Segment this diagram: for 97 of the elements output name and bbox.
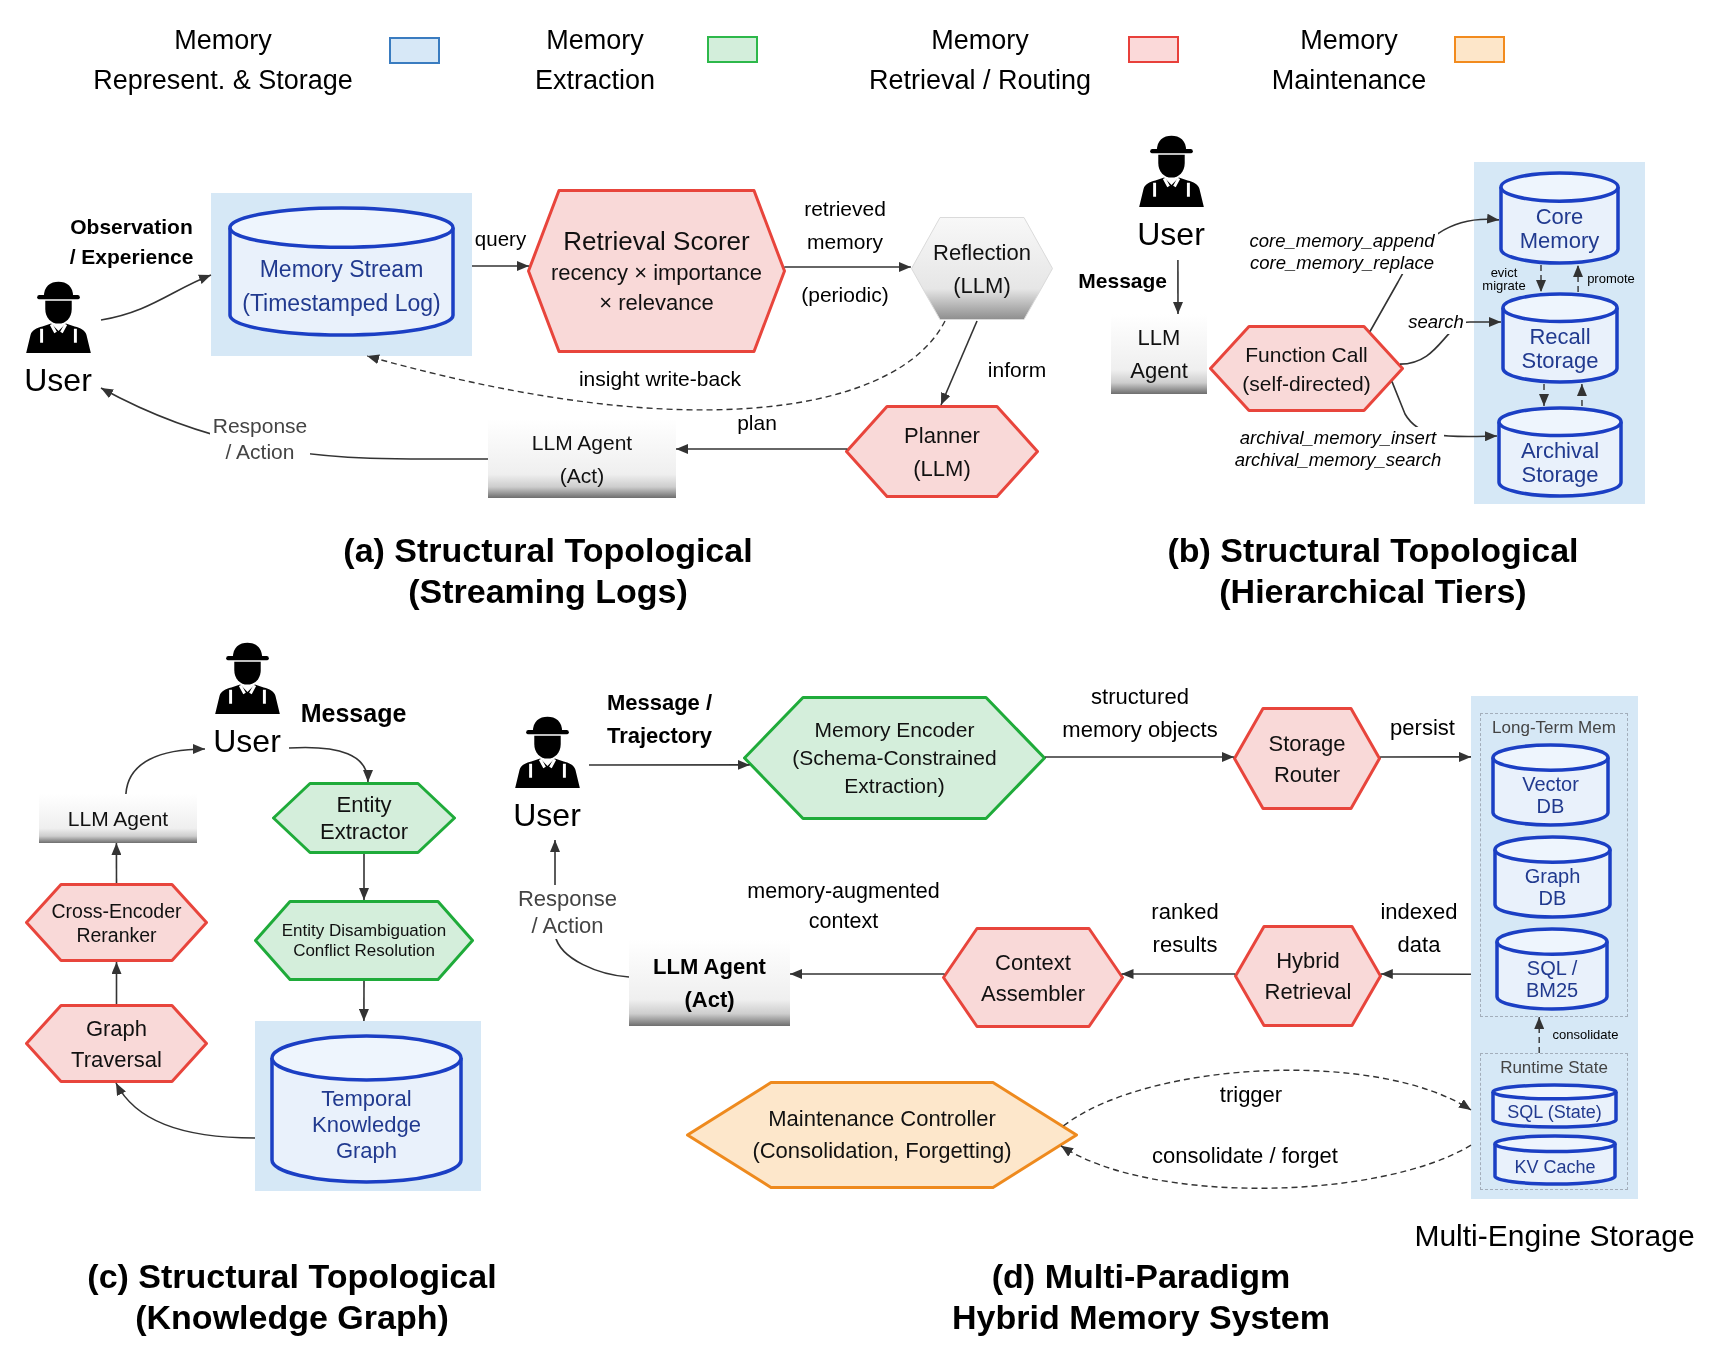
arrow bbox=[359, 853, 369, 901]
dashed-arrow bbox=[1060, 1144, 1472, 1189]
edge-label: consolidate / forget bbox=[1151, 1143, 1339, 1169]
arrow bbox=[358, 980, 369, 1022]
edge-label: memory-augmented context bbox=[746, 878, 941, 935]
dashed-arrow bbox=[1576, 383, 1587, 407]
dashed-arrow bbox=[1534, 1016, 1545, 1054]
edge-label: insight write-back bbox=[577, 366, 743, 392]
edge-label: consolidate bbox=[1551, 1027, 1620, 1043]
node-label: Entity Disambiguation Conflict Resolution bbox=[280, 920, 448, 961]
edge-label: evict migrate bbox=[1481, 266, 1527, 292]
panel-caption: (d) Multi-Paradigm Hybrid Memory System bbox=[951, 1256, 1331, 1338]
node-label: Entity Extractor bbox=[319, 791, 409, 845]
node-label: Retrieval Scorer bbox=[563, 225, 750, 258]
node-label: Graph DB bbox=[1523, 865, 1582, 910]
edge-label: indexed data bbox=[1379, 898, 1459, 959]
legend-label: Memory Represent. & Storage bbox=[93, 24, 353, 97]
arrow bbox=[100, 274, 212, 321]
arrow bbox=[588, 759, 751, 770]
arrow bbox=[940, 320, 978, 406]
legend-label: Memory Extraction bbox=[534, 24, 656, 97]
node-label: SQL (State) bbox=[1507, 1103, 1602, 1123]
edge-label: retrieved memory bbox=[803, 196, 887, 255]
dashed-arrow bbox=[1573, 264, 1584, 293]
node-label: Storage Router bbox=[1267, 729, 1347, 789]
storage-panel bbox=[255, 1021, 481, 1191]
node-label: Archival Storage bbox=[1519, 439, 1601, 488]
user-label: User bbox=[24, 361, 92, 399]
node-label: recency × importance × relevance bbox=[550, 259, 763, 317]
node-label: Planner (LLM) bbox=[903, 421, 981, 483]
arrow bbox=[471, 261, 530, 271]
node-label: Graph Traversal bbox=[70, 1014, 163, 1074]
edge-label: inform bbox=[986, 357, 1048, 383]
user-label: User bbox=[213, 722, 281, 760]
arrow bbox=[111, 842, 122, 884]
arrow bbox=[1173, 259, 1183, 315]
edge-label: persist bbox=[1389, 714, 1456, 742]
group-frame bbox=[1480, 1053, 1628, 1190]
edge-label: query bbox=[474, 226, 527, 252]
node-label: Temporal Knowledge Graph bbox=[311, 1086, 422, 1165]
node-label: Vector DB bbox=[1521, 773, 1580, 818]
group-label: Runtime State bbox=[1500, 1057, 1608, 1079]
edge-label: Message bbox=[1077, 268, 1167, 294]
arrow bbox=[1380, 969, 1472, 980]
storage-panel bbox=[211, 193, 472, 356]
edge-label: Message bbox=[299, 698, 408, 728]
panel-caption: (c) Structural Topological (Knowledge Graph) bbox=[86, 1256, 498, 1338]
arrow bbox=[783, 262, 912, 272]
arrow bbox=[115, 1082, 256, 1139]
node-label: Memory Stream (Timestamped Log) bbox=[241, 255, 442, 319]
edge-note: (periodic) bbox=[800, 282, 890, 308]
edge-label: structured memory objects bbox=[1061, 683, 1219, 744]
edge-label: Message / Trajectory bbox=[605, 689, 714, 750]
arrow bbox=[288, 746, 372, 783]
dashed-arrow bbox=[366, 320, 946, 411]
edge-label: trigger bbox=[1218, 1082, 1284, 1108]
group-frame bbox=[1480, 713, 1628, 1017]
group-label: Long-Term Mem bbox=[1492, 717, 1616, 739]
node-label: Context Assembler bbox=[980, 948, 1086, 1008]
node-label: LLM Agent bbox=[67, 805, 169, 832]
node-label: Core Memory bbox=[1518, 205, 1601, 254]
edge-label: archival_memory_insert archival_memory_search bbox=[1232, 427, 1444, 471]
node-label: Function Call (self-directed) bbox=[1241, 341, 1372, 397]
arrow bbox=[675, 444, 849, 454]
edge-label: Observation / Experience bbox=[68, 214, 195, 270]
edge-label: ranked results bbox=[1150, 898, 1220, 959]
user-label: User bbox=[1137, 215, 1205, 253]
node-label: LLM Agent (Act) bbox=[530, 429, 634, 489]
arrow bbox=[111, 961, 122, 1005]
arrow bbox=[125, 744, 206, 795]
storage-panel bbox=[1471, 696, 1638, 1199]
node-label: Cross-Encoder Reranker bbox=[50, 898, 183, 947]
node-label: LLM Agent bbox=[1129, 324, 1189, 385]
node-label: SQL / BM25 bbox=[1524, 957, 1580, 1002]
dashed-arrow bbox=[1062, 1069, 1472, 1127]
arrow bbox=[789, 969, 946, 979]
panel-caption: (b) Structural Topological (Hierarchical Tiers) bbox=[1166, 530, 1580, 612]
node-label: Maintenance Controller (Consolidation, Forgetting) bbox=[751, 1105, 1013, 1165]
dashed-arrow bbox=[1539, 383, 1549, 407]
edge-label: plan bbox=[736, 410, 778, 436]
panel-caption: (a) Structural Topological (Streaming Logs) bbox=[342, 530, 754, 612]
node-label: Memory Encoder (Schema-Constrained Extraction) bbox=[791, 717, 998, 799]
node-label: LLM Agent (Act) bbox=[652, 952, 767, 1014]
user-label: User bbox=[513, 796, 581, 834]
storage-panel bbox=[1474, 162, 1645, 504]
storage-caption: Multi-Engine Storage bbox=[1414, 1218, 1695, 1254]
arrow bbox=[1120, 969, 1236, 979]
dashed-arrow bbox=[1536, 264, 1546, 293]
edge-label: promote bbox=[1586, 271, 1636, 286]
arrow bbox=[1044, 752, 1235, 762]
legend-label: Memory Retrieval / Routing bbox=[868, 24, 1092, 97]
node-label: Hybrid Retrieval bbox=[1263, 947, 1353, 1006]
node-label: Recall Storage bbox=[1520, 325, 1600, 374]
node-label: KV Cache bbox=[1514, 1157, 1596, 1177]
legend-label: Memory Maintenance bbox=[1271, 24, 1427, 97]
node-label: Reflection (LLM) bbox=[932, 238, 1032, 300]
arrow bbox=[1379, 751, 1472, 762]
